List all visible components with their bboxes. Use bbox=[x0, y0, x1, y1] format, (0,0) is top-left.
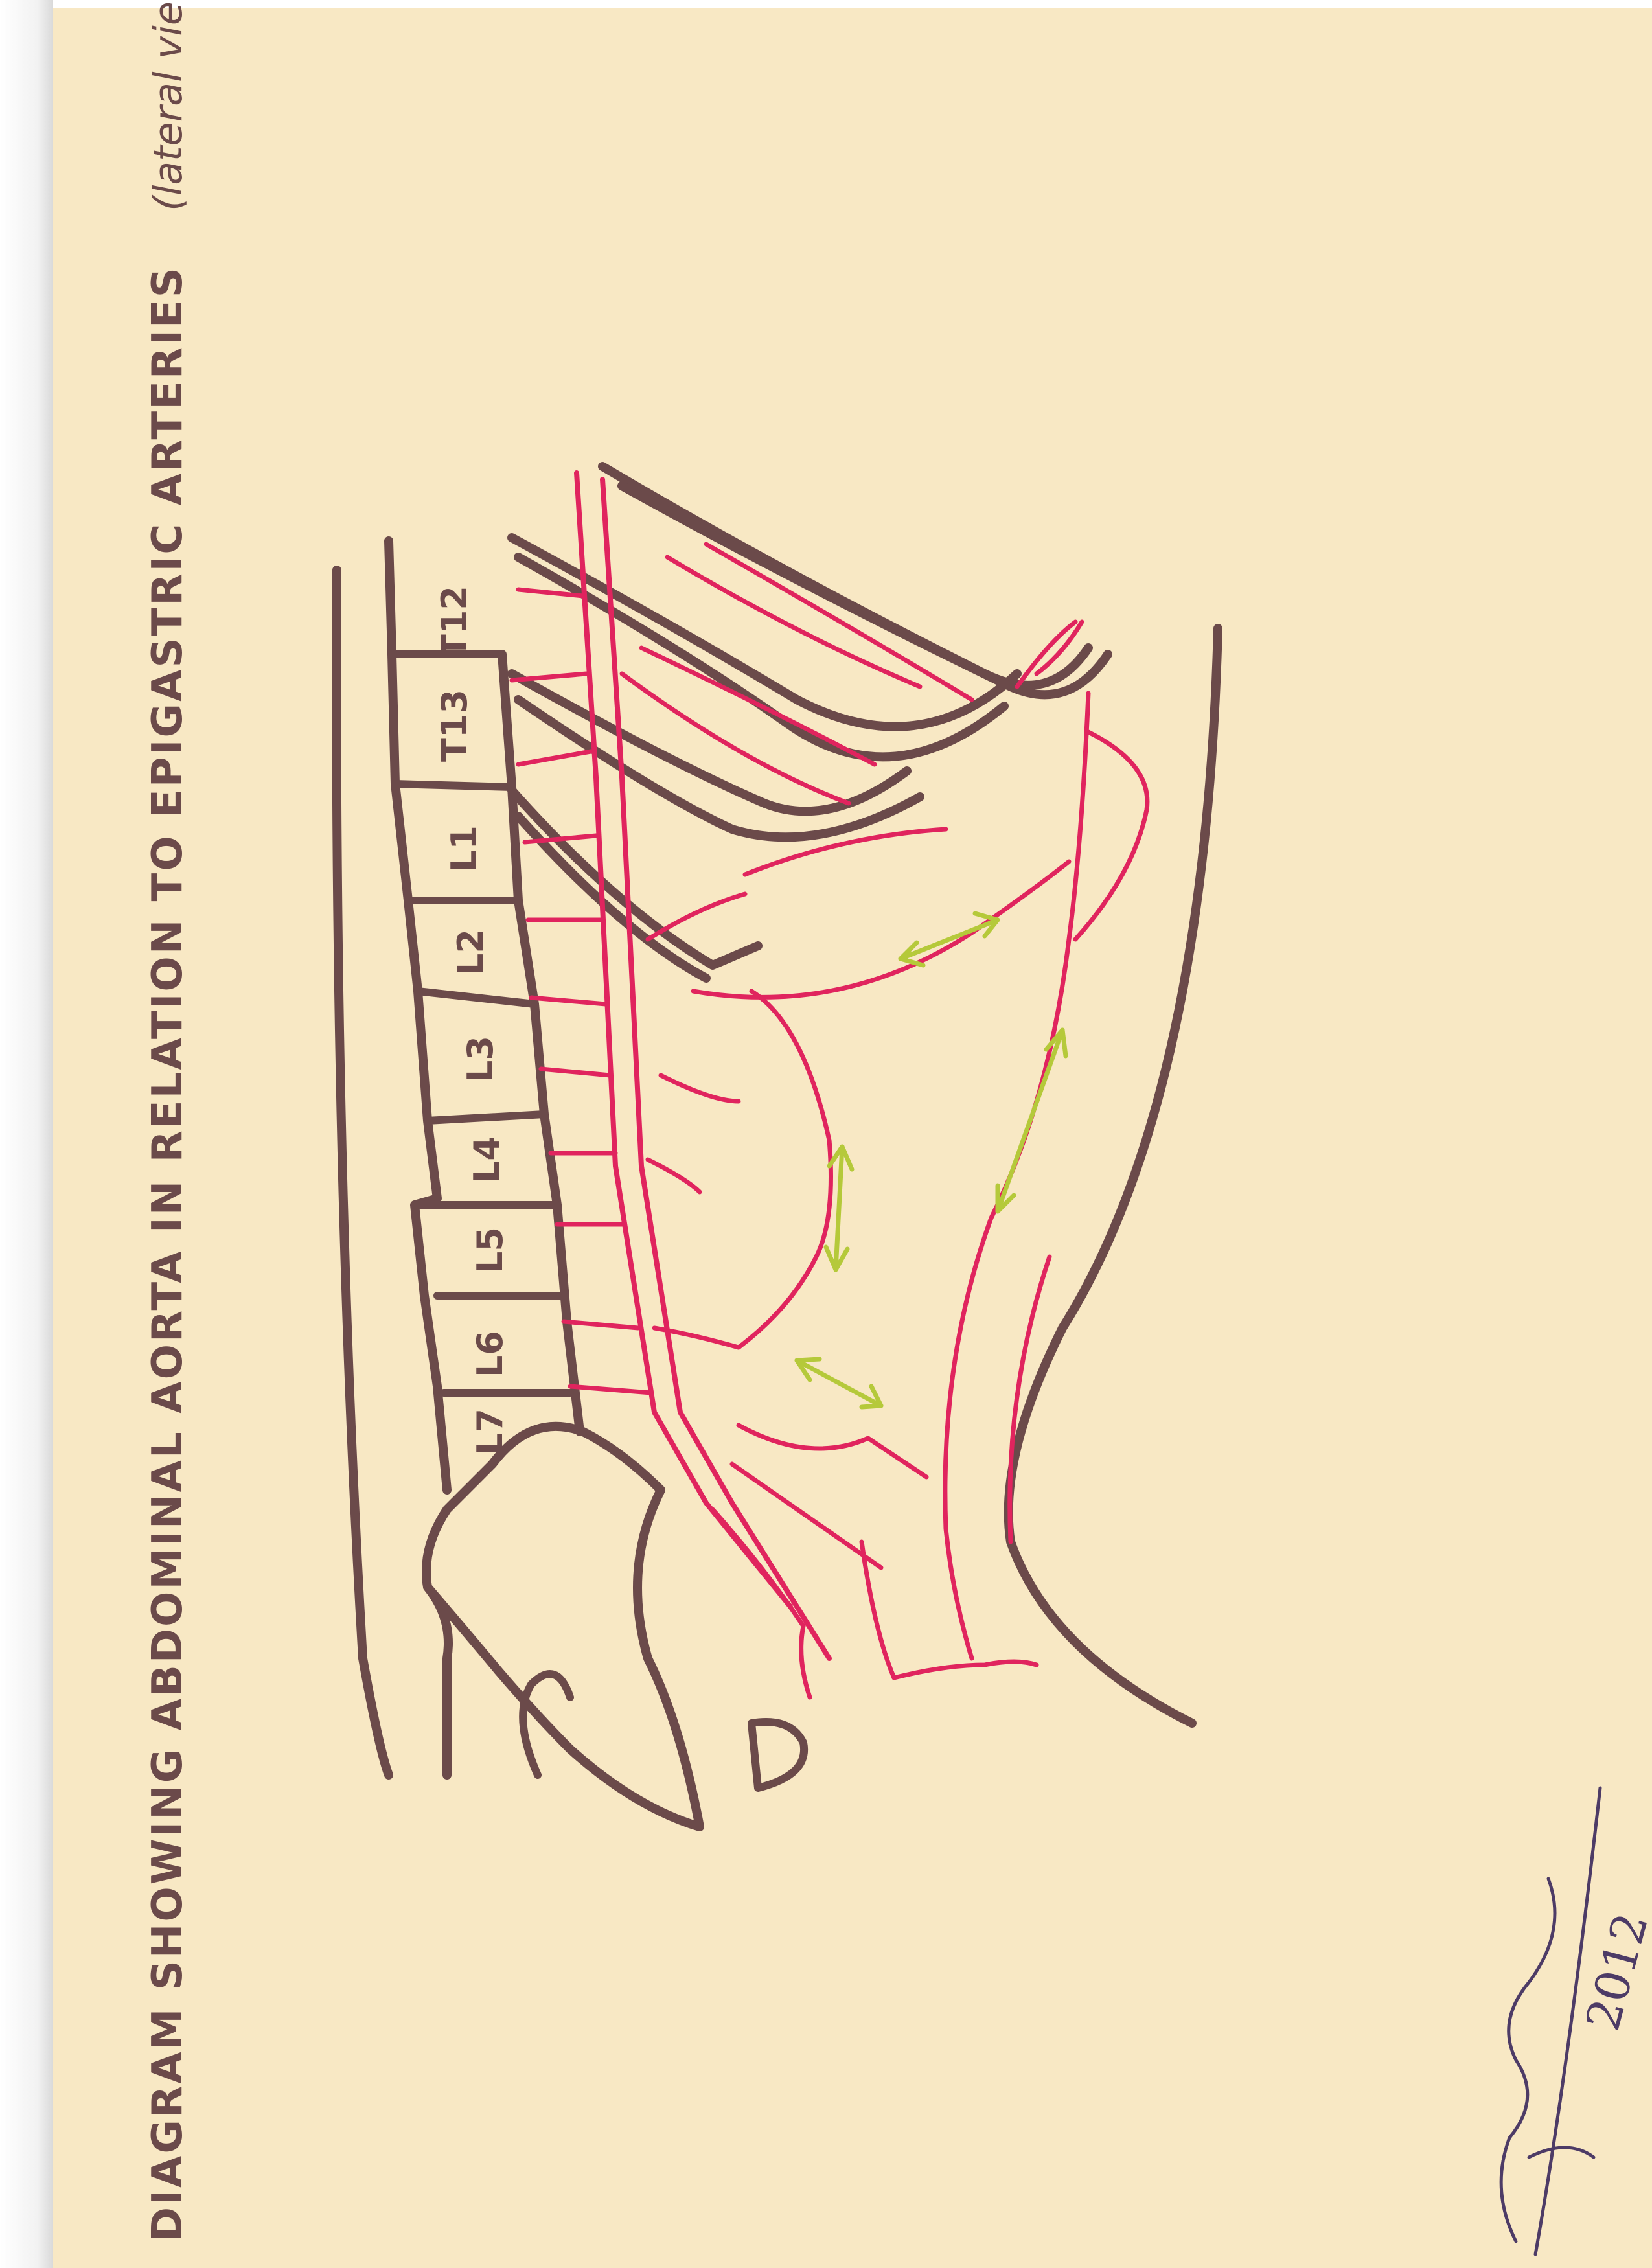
vertebra-label-t12: T12 bbox=[434, 586, 475, 658]
epigastric-arteries bbox=[622, 544, 1147, 1697]
vertebra-label-l5: L5 bbox=[470, 1227, 511, 1274]
spine-posterior-edge bbox=[389, 541, 447, 1490]
vertebra-label-l6: L6 bbox=[470, 1331, 511, 1377]
spine-anterior-edge bbox=[502, 654, 580, 1432]
vertebra-label-l7: L7 bbox=[470, 1408, 511, 1455]
vertebra-label-l1: L1 bbox=[444, 825, 485, 872]
vertebra-label-l3: L3 bbox=[460, 1036, 501, 1082]
vertebra-labels: T12 T13 L1 L2 L3 L4 L5 L6 L7 bbox=[434, 586, 511, 1455]
pelvis-outline bbox=[426, 1426, 700, 1827]
vertebra-label-l2: L2 bbox=[450, 929, 491, 976]
aorta bbox=[577, 473, 829, 1658]
signature-year: 2012 bbox=[1576, 1907, 1652, 2036]
vertebra-label-l4: L4 bbox=[466, 1136, 507, 1183]
pubic-shape bbox=[751, 1722, 804, 1788]
vertebra-label-t13: T13 bbox=[434, 689, 475, 762]
abdominal-wall-outer bbox=[1009, 628, 1218, 1723]
dorsal-outline bbox=[337, 570, 389, 1775]
